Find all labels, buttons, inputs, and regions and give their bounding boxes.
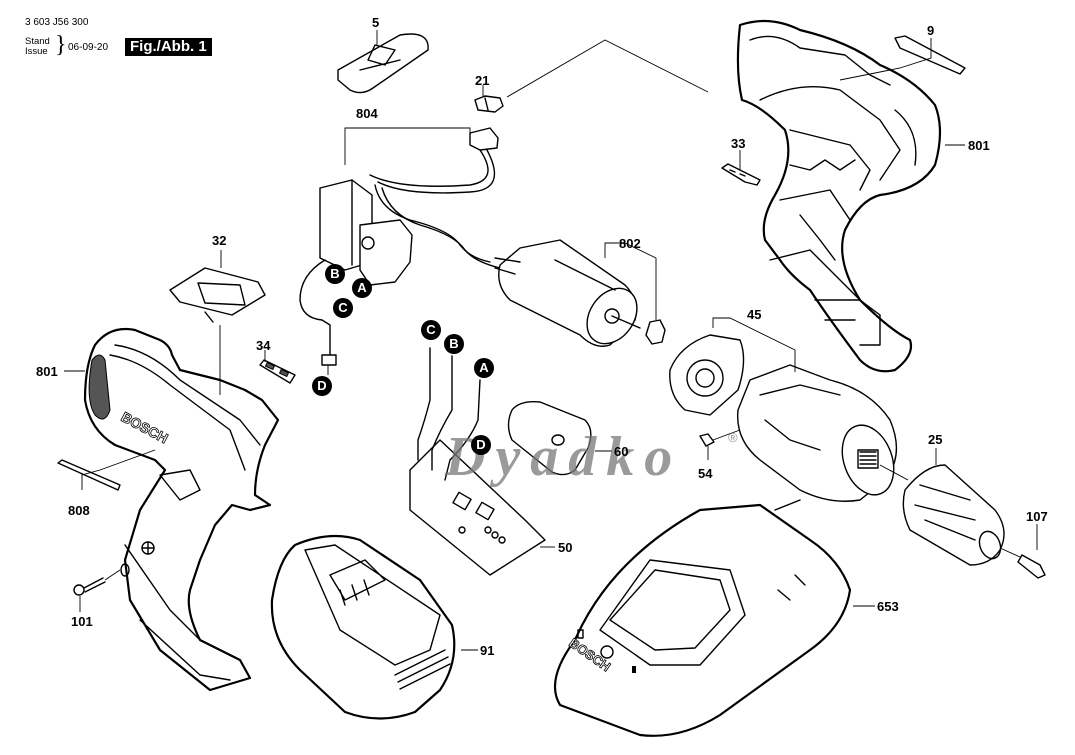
part-653-charger[interactable]: BOSCH [553,499,852,737]
part-34-plate[interactable] [259,359,296,384]
part-33-contact[interactable] [721,163,761,186]
connector-marker-switch-b: B [325,264,345,284]
part-101-screw[interactable] [73,569,121,596]
callout-34[interactable]: 34 [256,338,271,353]
callout-101[interactable]: 101 [71,614,93,629]
callout-21[interactable]: 21 [475,73,490,88]
part-32-cover[interactable] [169,267,266,323]
part-801-left-housing[interactable]: BOSCH [83,327,280,692]
connector-marker-switch-c: C [333,298,353,318]
brace-symbol: } [55,32,67,58]
callout-91[interactable]: 91 [480,643,495,658]
part-60-pad[interactable] [507,400,592,476]
part-45-gearbox[interactable] [669,317,903,502]
callout-808[interactable]: 808 [68,503,90,518]
callout-107[interactable]: 107 [1026,509,1048,524]
issue-date: 06-09-20 [68,42,109,53]
callout-5[interactable]: 5 [372,15,380,30]
callout-45[interactable]: 45 [747,307,762,322]
part-9-strip[interactable] [894,35,966,75]
connector-marker-board-a: A [474,358,494,378]
leader-808 [81,449,156,490]
figure-label: Fig./Abb. 1 [125,38,212,56]
part-801-right-housing[interactable] [736,19,942,373]
part-91-battery[interactable] [270,534,456,720]
callout-50[interactable]: 50 [558,540,573,555]
callout-54[interactable]: 54 [698,466,713,481]
leader-9 [839,38,932,81]
part-5-cap[interactable] [337,33,429,94]
connector-marker-switch-d: D [312,376,332,396]
part-54-screw[interactable] [699,433,715,447]
part-804-switch[interactable] [299,127,501,375]
callout-801-top[interactable]: 801 [968,138,990,153]
connector-marker-board-d: D [471,435,491,455]
callout-802[interactable]: 802 [619,236,641,251]
callout-25[interactable]: 25 [928,432,943,447]
callout-32[interactable]: 32 [212,233,227,248]
housing-brand-text: BOSCH [119,409,171,447]
part-808-strip[interactable] [57,459,121,491]
stand-label: Stand [25,36,50,47]
callout-33[interactable]: 33 [731,136,746,151]
issue-label: Issue [25,46,48,57]
stand-issue-label: Stand Issue [25,37,50,57]
part-50-board[interactable] [409,347,546,576]
part-107-screw[interactable] [999,547,1046,579]
connector-marker-switch-a: A [352,278,372,298]
callout-801-left[interactable]: 801 [36,364,58,379]
part-21-clip[interactable] [474,95,504,113]
part-25-chuck[interactable] [879,464,1005,566]
callout-804[interactable]: 804 [356,106,378,121]
charger-brand-text: BOSCH [566,635,613,674]
part-number: 3 603 J56 300 [25,17,89,28]
watermark-registered-mark: ® [728,430,738,445]
connector-marker-board-c: C [421,320,441,340]
callout-60[interactable]: 60 [614,444,629,459]
callout-653[interactable]: 653 [877,599,899,614]
callout-9[interactable]: 9 [927,23,935,38]
leader-21-to-housing [506,39,709,98]
connector-marker-board-b: B [444,334,464,354]
part-802-motor[interactable] [494,239,666,353]
